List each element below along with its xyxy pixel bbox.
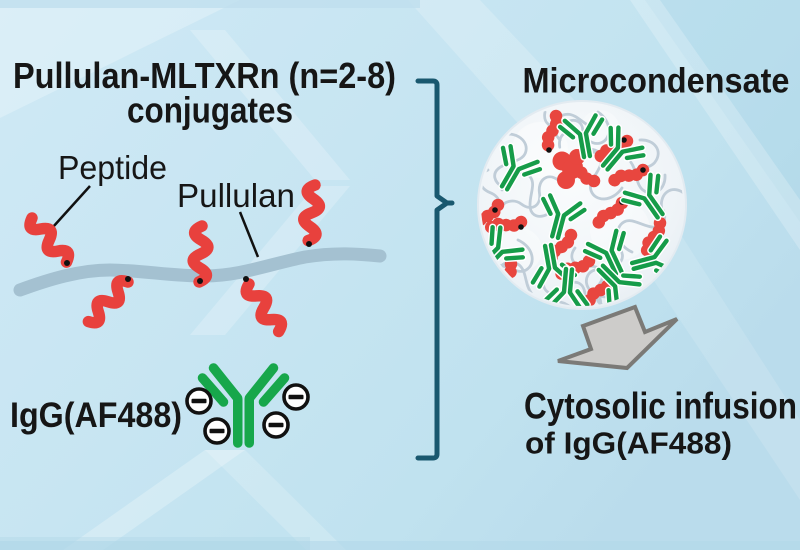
svg-text:Pullulan: Pullulan [177, 177, 295, 214]
svg-text:Peptide: Peptide [58, 149, 167, 186]
svg-text:IgG(AF488): IgG(AF488) [10, 396, 182, 435]
svg-text:Pullulan-MLTXRn (n=2-8): Pullulan-MLTXRn (n=2-8) [13, 55, 396, 96]
svg-text:conjugates: conjugates [127, 90, 293, 131]
svg-text:Microcondensate: Microcondensate [523, 62, 790, 101]
svg-text:Cytosolic infusion: Cytosolic infusion [524, 385, 797, 427]
svg-text:of IgG(AF488): of IgG(AF488) [525, 426, 732, 461]
